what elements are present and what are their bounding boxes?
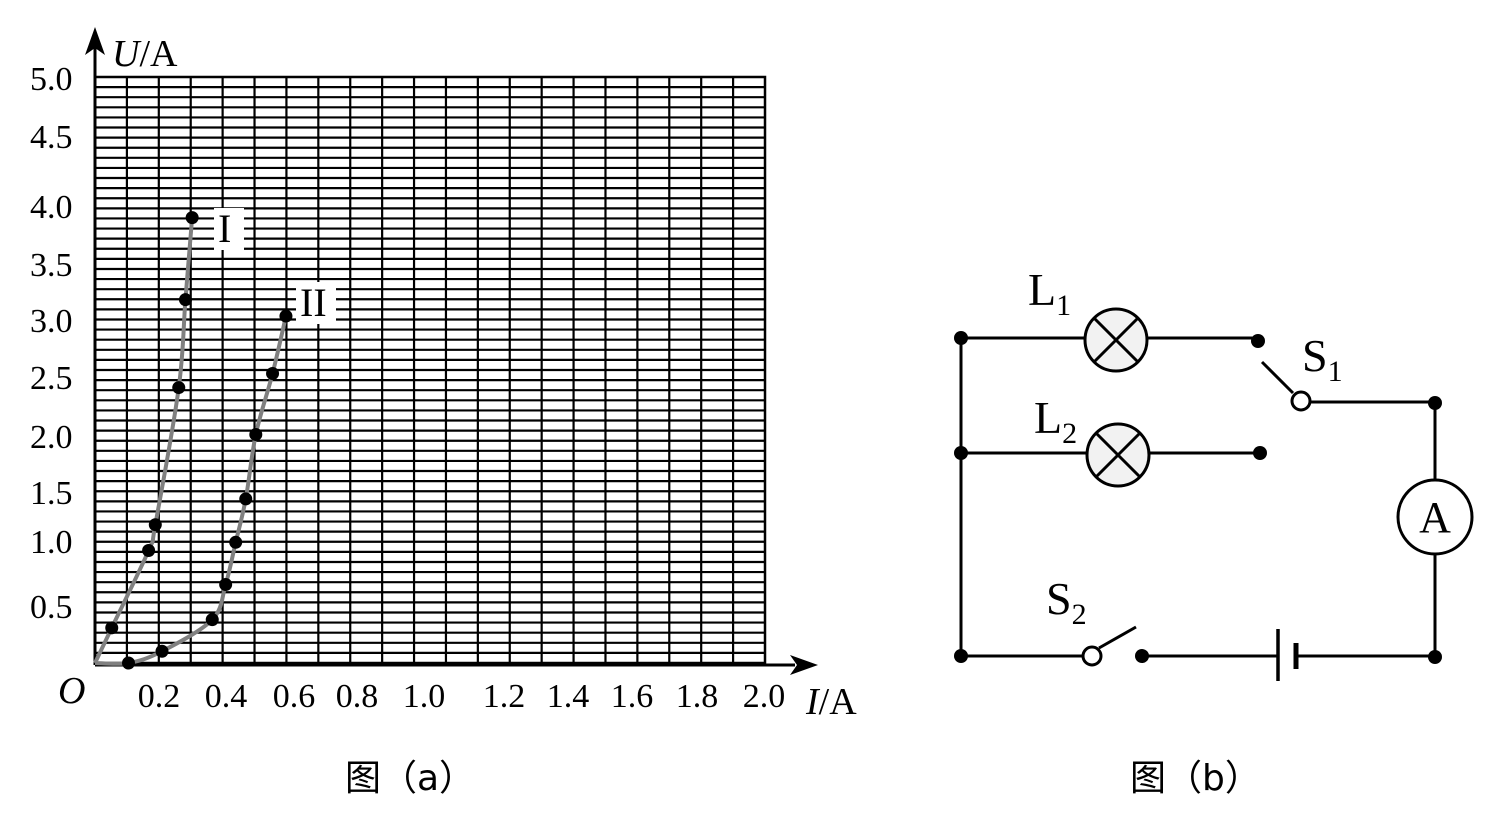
x-tick-labels: 0.2 0.4 0.6 0.8 1.0 1.2 1.4 1.6 1.8 2.0 bbox=[138, 678, 786, 715]
x-axis-label-symbol: I bbox=[805, 681, 821, 723]
y-tick-label: 5.0 bbox=[30, 61, 73, 98]
lamp-l1-cross-b bbox=[1092, 316, 1140, 364]
y-tick-label: 3.0 bbox=[30, 303, 73, 340]
grid-lines bbox=[95, 77, 765, 663]
x-tick-label: 0.4 bbox=[205, 678, 248, 715]
series-layer: III bbox=[93, 206, 336, 670]
lamp-l1-label-sub: 1 bbox=[1056, 289, 1071, 322]
junction-dot bbox=[1428, 396, 1442, 410]
x-axis-label-unit: /A bbox=[819, 681, 858, 723]
lamp-l2 bbox=[1085, 422, 1151, 488]
lamp-l2-label: L2 bbox=[1034, 392, 1077, 450]
y-axis-label-unit: /A bbox=[139, 33, 178, 75]
x-tick-label: 0.6 bbox=[273, 678, 316, 715]
series-1-point bbox=[178, 293, 192, 307]
switch2-pivot bbox=[1081, 645, 1103, 667]
series-1-label-bg bbox=[214, 208, 244, 250]
junction-dot bbox=[1251, 334, 1265, 348]
junction-dots bbox=[954, 331, 1442, 664]
caption-b: 图（b） bbox=[1130, 758, 1261, 799]
junction-dot bbox=[1253, 446, 1267, 460]
x-tick-label: 0.2 bbox=[138, 678, 181, 715]
series-2-point bbox=[239, 492, 253, 506]
series-1-point bbox=[148, 518, 162, 532]
switch2-label-letter: S bbox=[1046, 573, 1072, 624]
switch1-label: S1 bbox=[1302, 330, 1343, 388]
y-tick-label: 2.0 bbox=[30, 419, 73, 456]
y-axis-label: U/A bbox=[112, 33, 178, 75]
y-tick-label: 4.5 bbox=[30, 119, 73, 156]
series-2-label-bg bbox=[296, 282, 336, 324]
switch2-label-sub: 2 bbox=[1072, 598, 1087, 631]
switch2-label: S2 bbox=[1046, 573, 1087, 631]
series-2-point bbox=[122, 656, 135, 670]
junction-dot bbox=[954, 446, 968, 460]
x-axis-label: I/A bbox=[805, 681, 857, 723]
y-tick-label: 0.5 bbox=[30, 589, 73, 626]
lamp-l1-label: L1 bbox=[1028, 264, 1071, 322]
y-tick-labels: 0.5 1.0 1.5 2.0 2.5 3.0 3.5 4.0 4.5 5.0 bbox=[30, 61, 73, 626]
series-1-point bbox=[142, 543, 156, 557]
y-axis-label-symbol: U bbox=[112, 33, 142, 75]
series-2-point bbox=[279, 309, 293, 323]
switch1-label-letter: S bbox=[1302, 330, 1328, 381]
junction-dot bbox=[954, 649, 968, 663]
series-2-point bbox=[229, 535, 243, 549]
x-tick-label: 0.8 bbox=[336, 678, 379, 715]
x-tick-label: 1.8 bbox=[676, 678, 719, 715]
switch1-label-sub: 1 bbox=[1328, 355, 1343, 388]
switch1-pivot bbox=[1290, 390, 1312, 412]
series-1-point bbox=[172, 381, 186, 395]
series-2-point bbox=[219, 577, 233, 591]
y-tick-label: 2.5 bbox=[30, 360, 73, 397]
y-tick-label: 1.0 bbox=[30, 524, 73, 561]
y-axis-arrow bbox=[85, 27, 105, 55]
series-1-label: I bbox=[218, 206, 231, 251]
series-2-label: II bbox=[300, 280, 327, 325]
y-tick-label: 3.5 bbox=[30, 247, 73, 284]
ammeter-circle bbox=[1396, 478, 1474, 556]
lamp-l1-label-letter: L bbox=[1028, 264, 1056, 315]
lamp-l1 bbox=[1083, 307, 1149, 373]
x-tick-label: 1.6 bbox=[611, 678, 654, 715]
switch2-blade bbox=[1098, 625, 1137, 650]
series-2-point bbox=[266, 367, 280, 381]
x-axis-arrow bbox=[790, 655, 818, 675]
series-2-point bbox=[249, 427, 263, 441]
series-2-point bbox=[155, 644, 169, 658]
x-tick-label: 1.4 bbox=[547, 678, 590, 715]
series-2-point bbox=[205, 613, 219, 627]
caption-a: 图（a） bbox=[345, 758, 475, 799]
switch1-blade bbox=[1260, 360, 1295, 395]
lamp-l2-label-letter: L bbox=[1034, 392, 1062, 443]
lamp-l2-cross-b bbox=[1094, 431, 1142, 479]
series-1-point bbox=[105, 621, 119, 635]
junction-dot bbox=[954, 331, 968, 345]
series-1-point bbox=[185, 211, 199, 225]
series-2-curve bbox=[94, 315, 288, 666]
x-tick-label: 2.0 bbox=[743, 678, 786, 715]
circuit-b bbox=[959, 336, 1437, 681]
y-tick-label: 1.5 bbox=[30, 475, 73, 512]
x-tick-label: 1.0 bbox=[403, 678, 446, 715]
x-tick-label: 1.2 bbox=[483, 678, 526, 715]
junction-dot bbox=[1135, 649, 1149, 663]
ammeter-label: A bbox=[1419, 493, 1451, 542]
y-tick-label: 4.0 bbox=[30, 189, 73, 226]
origin-label: O bbox=[58, 670, 85, 712]
lamp-l2-label-sub: 2 bbox=[1062, 417, 1077, 450]
junction-dot bbox=[1428, 650, 1442, 664]
graph-a: 0.2 0.4 0.6 0.8 1.0 1.2 1.4 1.6 1.8 2.0 0.5 1.0 1.5… bbox=[30, 27, 857, 723]
